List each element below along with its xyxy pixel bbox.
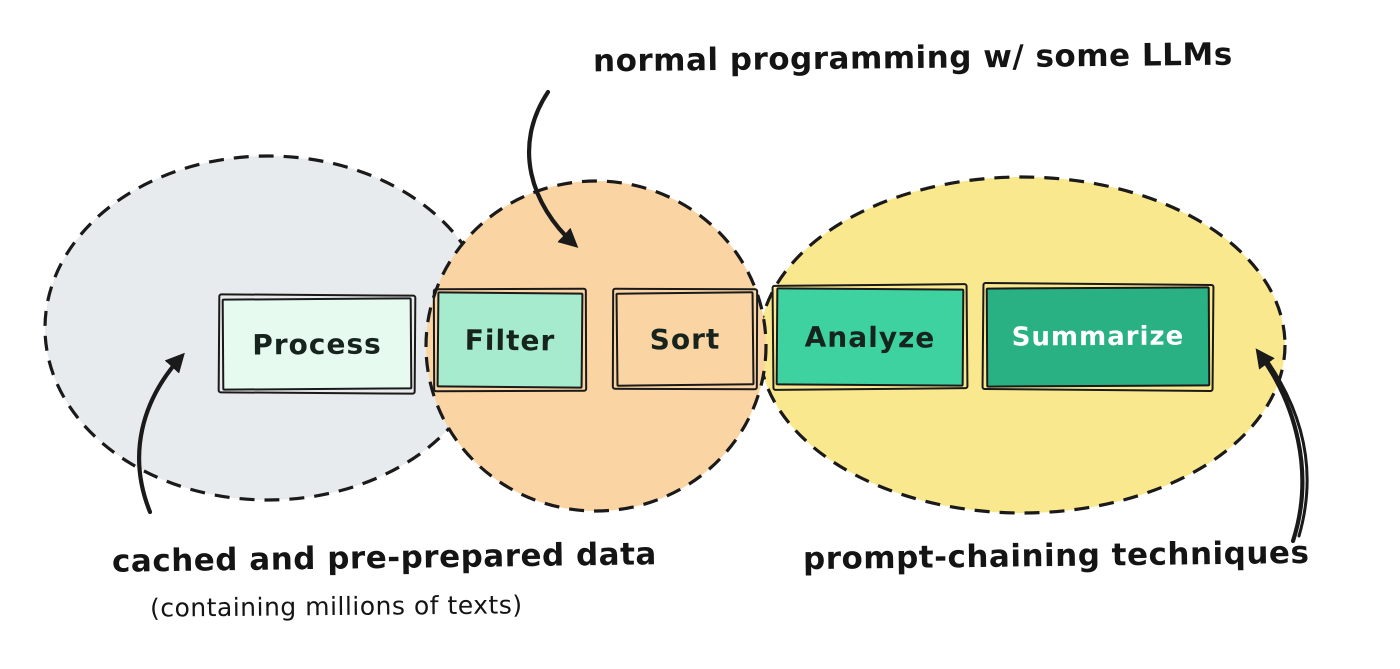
stage-process: Process	[221, 297, 413, 391]
annotation-cached-data: cached and pre-prepared data	[111, 536, 658, 580]
stage-summarize: Summarize	[985, 286, 1211, 388]
top-annotation-arrow	[526, 89, 579, 248]
stage-analyze-label: Analyze	[804, 320, 936, 354]
stage-filter-label: Filter	[464, 323, 556, 357]
left-annotation-arrow	[137, 352, 185, 515]
stage-summarize-label: Summarize	[1011, 321, 1185, 353]
stage-process-label: Process	[252, 327, 382, 361]
llm-programming-region	[424, 179, 768, 513]
stage-sort-label: Sort	[649, 322, 721, 356]
right-annotation-arrow	[1255, 348, 1309, 544]
stage-filter: Filter	[436, 291, 584, 389]
stage-sort: Sort	[615, 291, 755, 387]
annotation-cached-data-sub: (containing millions of texts)	[149, 590, 523, 623]
annotation-prompt-chaining: prompt-chaining techniques	[802, 534, 1310, 578]
stage-analyze: Analyze	[775, 287, 965, 387]
annotation-normal-programming: normal programming w/ some LLMs	[592, 36, 1233, 80]
